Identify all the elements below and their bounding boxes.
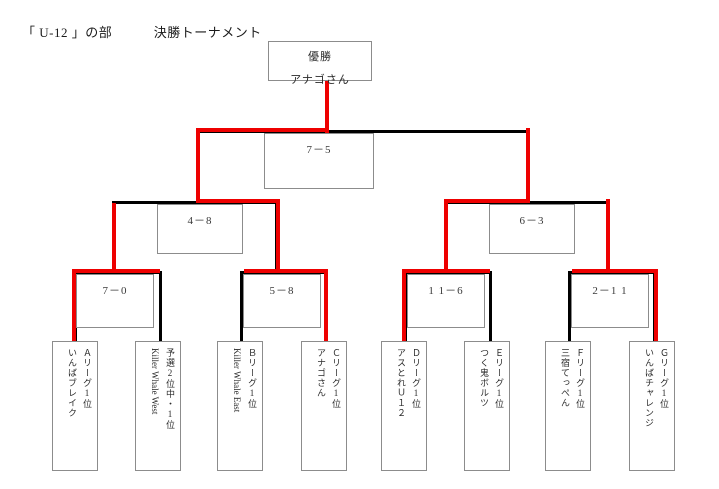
match-box-semifinal-1: 4－8 xyxy=(157,204,243,254)
winner-path-semifinal-right-riser-left xyxy=(444,199,448,273)
team-box-1: Ａリーグ1位 いんばブレイク xyxy=(52,341,98,471)
match-box-quarterfinal-4: 2－1 1 xyxy=(571,274,649,328)
match-box-quarterfinal-2: 5－8 xyxy=(243,274,321,328)
team-name-7: 三宿てっぺん xyxy=(560,348,570,408)
team-box-2: 予選2位中・1位 Killer Whale West xyxy=(135,341,181,471)
bracket-line-qf2-riser-left xyxy=(240,271,243,341)
winner-path-semifinal-right-riser-right xyxy=(606,199,610,273)
champion-box: 優勝 アナゴさん xyxy=(268,41,372,86)
team-box-3: Ｂリーグ1位 Killer Whale East xyxy=(217,341,263,471)
team-rank-6: Ｅリーグ1位 xyxy=(494,348,504,409)
winner-path-qf1-riser-up xyxy=(112,203,116,273)
match-box-quarterfinal-1: 7－0 xyxy=(76,274,154,328)
title-category: U-12 xyxy=(39,25,68,40)
winner-path-final-horizontal xyxy=(196,128,328,132)
bracket-line-qf3-riser-right xyxy=(489,271,492,341)
winner-path-semifinal-right-horizontal xyxy=(444,199,530,203)
team-box-4: Ｃリーグ1位 アナゴさん xyxy=(301,341,347,471)
winner-path-final-riser-right xyxy=(526,128,530,203)
bracket-line-qf1-riser-right xyxy=(159,271,162,341)
team-name-4: アナゴさん xyxy=(316,348,326,398)
winner-path-qf2-horizontal xyxy=(244,269,328,273)
team-rank-2: 予選2位中・1位 xyxy=(165,348,175,430)
match-score-quarterfinal-2: 5－8 xyxy=(269,285,295,297)
team-name-3: Killer Whale East xyxy=(232,348,242,413)
match-box-semifinal-2: 6－3 xyxy=(489,204,575,254)
team-box-7: Ｆリーグ1位 三宿てっぺん xyxy=(545,341,591,471)
team-name-5: アスとれＵ１２ xyxy=(396,348,406,418)
title-suffix: 」の部 xyxy=(71,25,113,40)
title-stage: 決勝トーナメント xyxy=(153,25,262,40)
team-name-6: つく鬼ボルツ xyxy=(479,348,489,408)
winner-path-qf1-horizontal xyxy=(72,269,160,273)
team-box-8: Ｇリーグ1位 いんばチャレンジ xyxy=(629,341,675,471)
winner-path-final-riser-left xyxy=(196,128,200,203)
match-score-quarterfinal-3: 1 1－6 xyxy=(428,285,464,297)
match-score-quarterfinal-4: 2－1 1 xyxy=(592,285,628,297)
winner-path-qf4-horizontal xyxy=(572,269,658,273)
match-score-quarterfinal-1: 7－0 xyxy=(102,285,128,297)
team-rank-4: Ｃリーグ1位 xyxy=(331,348,341,409)
match-score-semifinal-1: 4－8 xyxy=(187,215,213,227)
bracket-line-semifinal-left-horizontal xyxy=(112,201,278,204)
bracket-line-qf4-riser-left xyxy=(568,271,571,341)
page-title: 「 U-12 」の部 決勝トーナメント xyxy=(22,22,262,41)
winner-path-champion-stem xyxy=(325,80,329,133)
match-score-final: 7－5 xyxy=(306,144,332,156)
team-name-2: Killer Whale West xyxy=(150,348,160,415)
winner-path-qf1-riser-left xyxy=(72,269,76,343)
winner-path-qf3-riser-left xyxy=(402,269,406,343)
title-prefix: 「 xyxy=(22,25,36,40)
champion-name: アナゴさん xyxy=(290,74,350,86)
team-rank-3: Ｂリーグ1位 xyxy=(247,348,257,409)
match-score-semifinal-2: 6－3 xyxy=(519,215,545,227)
team-box-6: Ｅリーグ1位 つく鬼ボルツ xyxy=(464,341,510,471)
winner-path-qf3-horizontal xyxy=(402,269,490,273)
team-rank-7: Ｆリーグ1位 xyxy=(575,348,585,409)
team-name-1: いんばブレイク xyxy=(67,348,77,418)
winner-path-qf2-riser-right xyxy=(324,269,328,343)
bracket-line-final-horizontal xyxy=(196,130,530,133)
winner-path-semifinal-left-riser-right xyxy=(276,199,280,273)
team-rank-5: Ｄリーグ1位 xyxy=(411,348,421,409)
winner-path-semifinal-left-horizontal xyxy=(196,199,280,203)
team-name-8: いんばチャレンジ xyxy=(644,348,654,428)
winner-path-qf4-riser-right xyxy=(654,269,658,343)
match-box-quarterfinal-3: 1 1－6 xyxy=(407,274,485,328)
team-rank-8: Ｇリーグ1位 xyxy=(659,348,669,409)
team-box-5: Ｄリーグ1位 アスとれＵ１２ xyxy=(381,341,427,471)
team-rank-1: Ａリーグ1位 xyxy=(82,348,92,409)
match-box-final: 7－5 xyxy=(264,133,374,189)
champion-label: 優勝 xyxy=(308,51,332,63)
